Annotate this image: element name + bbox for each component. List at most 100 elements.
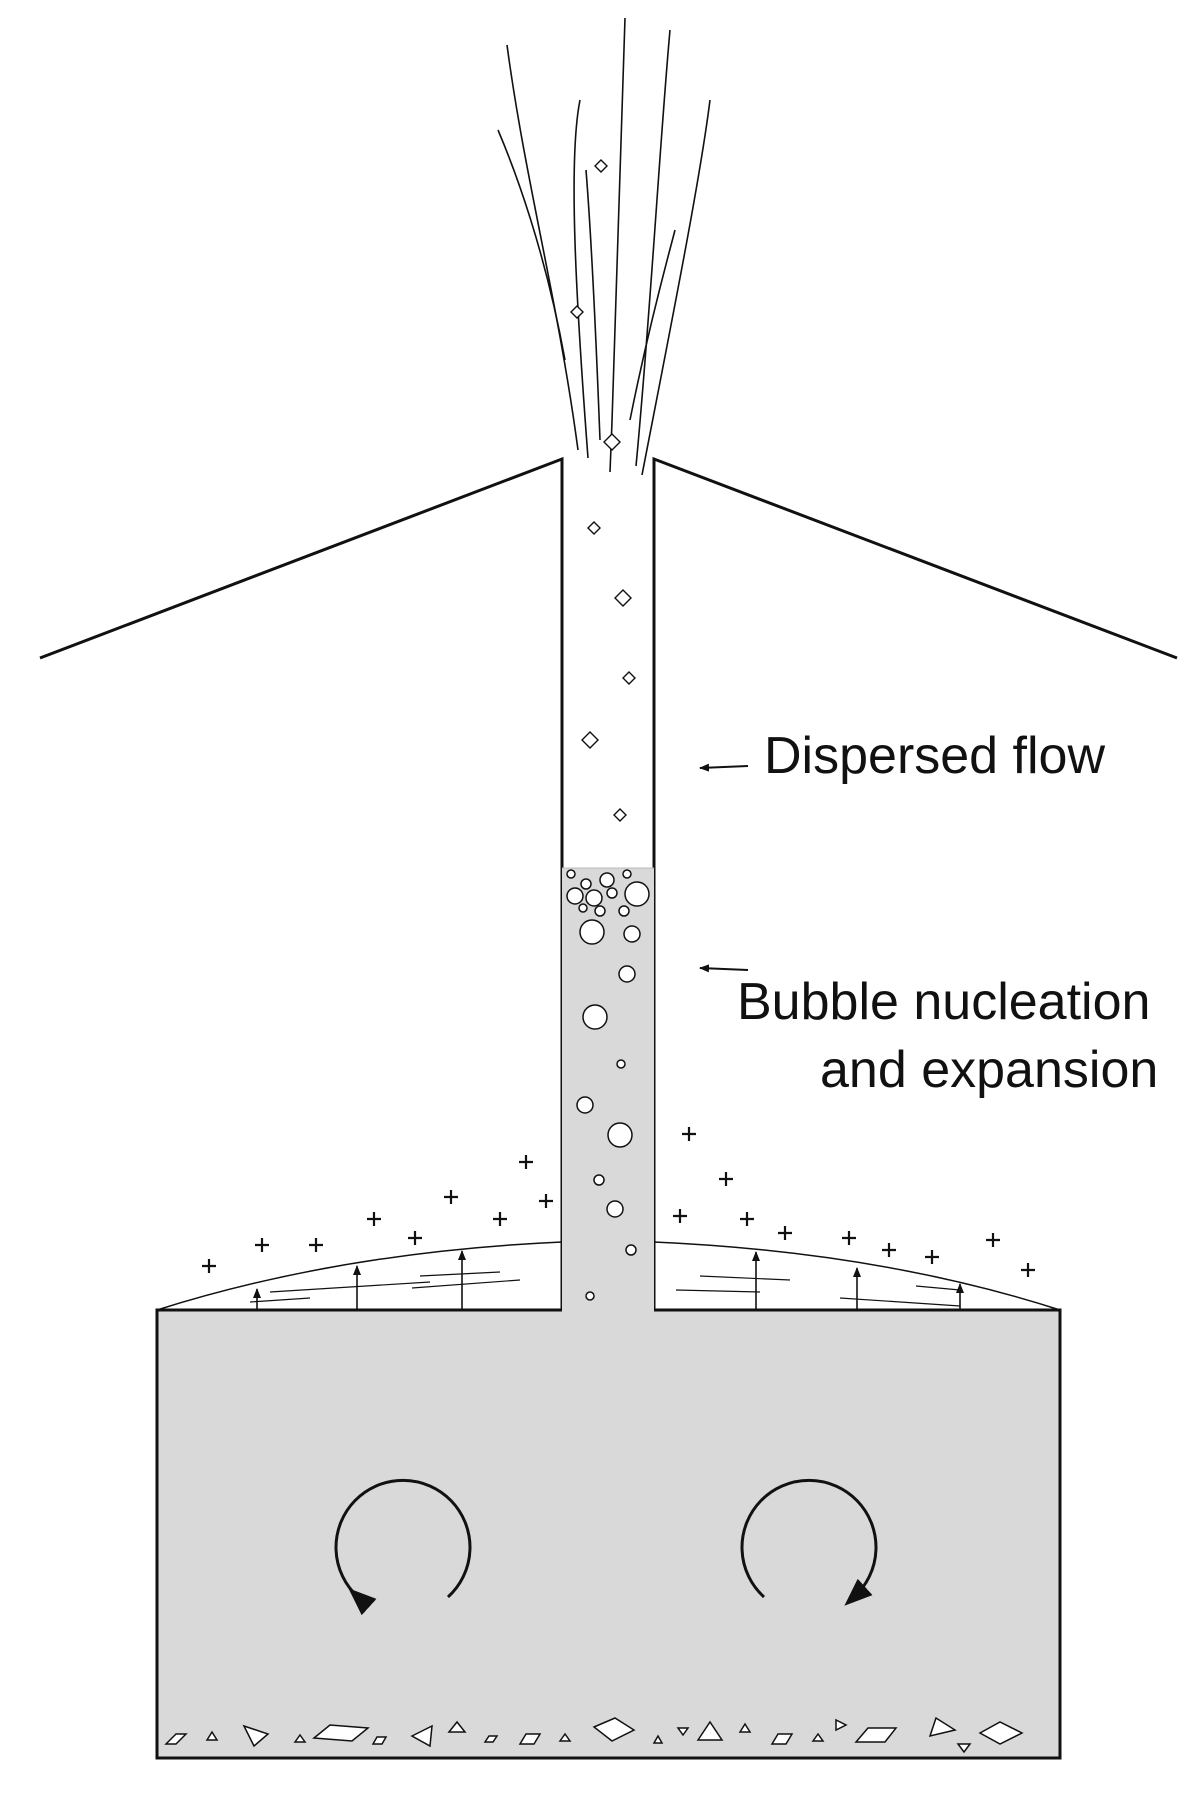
- bubble-icon: [625, 1244, 637, 1256]
- uplift-arrows: [253, 1250, 964, 1310]
- plus-icon: [255, 1238, 269, 1252]
- plus-icon: [778, 1226, 792, 1240]
- bubble-icon: [593, 1174, 605, 1186]
- crystal-fragment-icon: [205, 1730, 219, 1741]
- crystal-fragment-icon: [835, 1718, 848, 1732]
- magma-chamber: [157, 868, 1060, 1758]
- uplift-strata: [249, 1271, 961, 1307]
- plus-icon: [202, 1259, 216, 1273]
- bubble-icon: [606, 1200, 624, 1218]
- bubble-icon: [607, 1122, 633, 1148]
- bubble-nucleation-pointer: [699, 964, 749, 973]
- bubble-icon: [624, 881, 650, 907]
- crystal-fragment-icon: [410, 1724, 433, 1748]
- crystal-fragment-icon: [293, 1733, 307, 1743]
- crystal-fragments: [164, 1716, 1024, 1754]
- plus-icon: [925, 1250, 939, 1264]
- plus-icon: [493, 1212, 507, 1226]
- plus-icon: [882, 1243, 896, 1257]
- strata-line: [269, 1281, 431, 1293]
- plus-icon: [986, 1233, 1000, 1247]
- bubble-icon: [580, 878, 592, 890]
- bubble-icon: [599, 872, 615, 888]
- crystal-fragment-icon: [978, 1721, 1024, 1745]
- crystal-fragment-icon: [518, 1733, 542, 1745]
- strata-line: [249, 1297, 311, 1303]
- particle-icon: [570, 305, 584, 319]
- bubble-icon: [585, 889, 603, 907]
- volcano-left-flank: [39, 456, 564, 1310]
- jet-streamline: [641, 99, 711, 476]
- jet-streamline: [629, 229, 676, 421]
- crystal-fragment-icon: [928, 1716, 957, 1738]
- bubble-icon: [579, 919, 605, 945]
- magma-chamber-outline: [155, 1308, 1062, 1760]
- bubble-icon: [566, 887, 584, 905]
- crystal-fragment-icon: [164, 1733, 188, 1745]
- plus-icon: [444, 1190, 458, 1204]
- particle-icon: [613, 808, 627, 822]
- crystal-fragment-icon: [676, 1727, 690, 1737]
- crystal-fragment-icon: [738, 1722, 752, 1733]
- dispersed-particles: [570, 159, 636, 822]
- strata-line: [675, 1289, 761, 1293]
- plus-icon: [682, 1127, 696, 1141]
- left-uplift-curve: [156, 1241, 563, 1311]
- bubble-nucleation-label: Bubble nucleation: [737, 973, 1151, 1031]
- expansion-label: and expansion: [820, 1041, 1159, 1099]
- volatile-markers: [202, 1127, 1035, 1277]
- particle-icon: [587, 521, 601, 535]
- particle-icon: [594, 159, 608, 173]
- particle-icon: [622, 671, 636, 685]
- bubble-icon: [582, 1004, 608, 1030]
- crystal-fragment-icon: [312, 1724, 370, 1742]
- particle-icon: [581, 731, 599, 749]
- plus-icon: [740, 1212, 754, 1226]
- strata-line: [915, 1285, 961, 1291]
- crystal-fragment-icon: [592, 1717, 636, 1742]
- crystal-fragment-icon: [371, 1736, 388, 1745]
- eruption-jet: [497, 17, 711, 476]
- crystal-fragment-icon: [558, 1732, 572, 1742]
- jet-streamline: [497, 129, 566, 361]
- crystal-fragment-icon: [242, 1724, 270, 1748]
- jet-streamline: [609, 17, 626, 473]
- bubble-icon: [578, 903, 588, 913]
- strata-line: [419, 1271, 501, 1277]
- bubble-icon: [618, 965, 636, 983]
- crystal-fragment-icon: [956, 1743, 972, 1754]
- plus-icon: [519, 1155, 533, 1169]
- bubble-icon: [616, 1059, 626, 1069]
- convection-arrow-left-icon: [334, 1478, 472, 1616]
- jet-streamline: [585, 169, 601, 441]
- strata-line: [411, 1279, 521, 1289]
- strata-line: [699, 1275, 791, 1281]
- dispersed-flow-label: Dispersed flow: [764, 727, 1106, 785]
- bubble-icon: [606, 887, 618, 899]
- plus-icon: [539, 1194, 553, 1208]
- bubble-icon: [618, 905, 630, 917]
- bubble-icon: [576, 1096, 594, 1114]
- bubble-icon: [622, 869, 632, 879]
- convection-arrow-right-icon: [740, 1478, 878, 1606]
- jet-streamline: [506, 44, 579, 451]
- plus-icon: [719, 1172, 733, 1186]
- jet-streamline: [635, 29, 671, 467]
- crystal-fragment-icon: [770, 1733, 794, 1745]
- jet-streamline: [573, 99, 589, 459]
- bubble-icon: [566, 869, 576, 879]
- plus-icon: [1021, 1263, 1035, 1277]
- particle-icon: [614, 589, 632, 607]
- crystal-fragment-icon: [811, 1732, 825, 1742]
- plus-icon: [673, 1209, 687, 1223]
- plus-icon: [842, 1231, 856, 1245]
- crystal-fragment-icon: [483, 1735, 499, 1743]
- gas-bubbles: [566, 869, 650, 1301]
- volcano-right-flank: [652, 456, 1178, 1310]
- bubble-icon: [623, 925, 641, 943]
- crystal-fragment-icon: [652, 1734, 664, 1744]
- right-uplift-curve: [653, 1241, 1061, 1311]
- crystal-fragment-icon: [447, 1720, 467, 1733]
